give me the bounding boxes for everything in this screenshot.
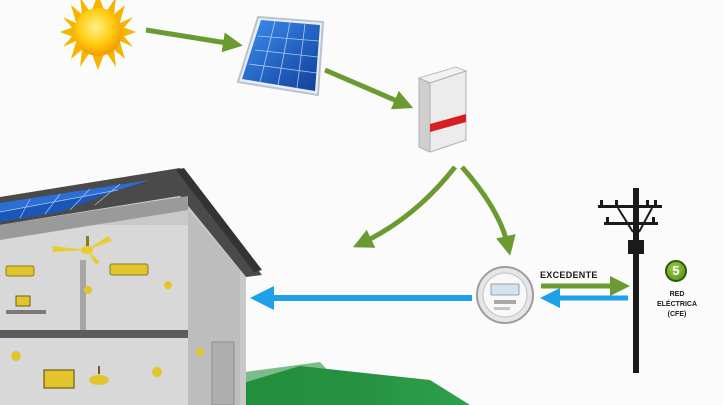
air-conditioner-icon (5, 265, 35, 277)
inverter-icon (417, 66, 468, 153)
utility-pole-icon (598, 188, 662, 373)
arrow-panel-to-inverter (324, 67, 414, 110)
step-number-badge: 5 (665, 260, 687, 282)
excedente-label: EXCEDENTE (540, 270, 598, 280)
tv-icon (43, 369, 75, 389)
grid-label-line3: (CFE) (667, 311, 687, 318)
ceiling-fan-icon (52, 236, 112, 265)
sun-icon (60, 0, 136, 70)
house-icon (0, 168, 262, 405)
air-conditioner-icon (109, 263, 149, 276)
arrow-inverter-to-meter (460, 165, 516, 256)
arrow-inverter-to-house (352, 165, 457, 248)
grid-label: RED ELÉCTRICA (CFE) (649, 290, 705, 320)
arrow-sun-to-panel (145, 27, 243, 53)
meter-icon (476, 266, 534, 324)
grid-label-line1: RED (669, 291, 685, 298)
solar-panel-icon (236, 15, 325, 97)
grid-label-line2: ELÉCTRICA (656, 301, 698, 308)
